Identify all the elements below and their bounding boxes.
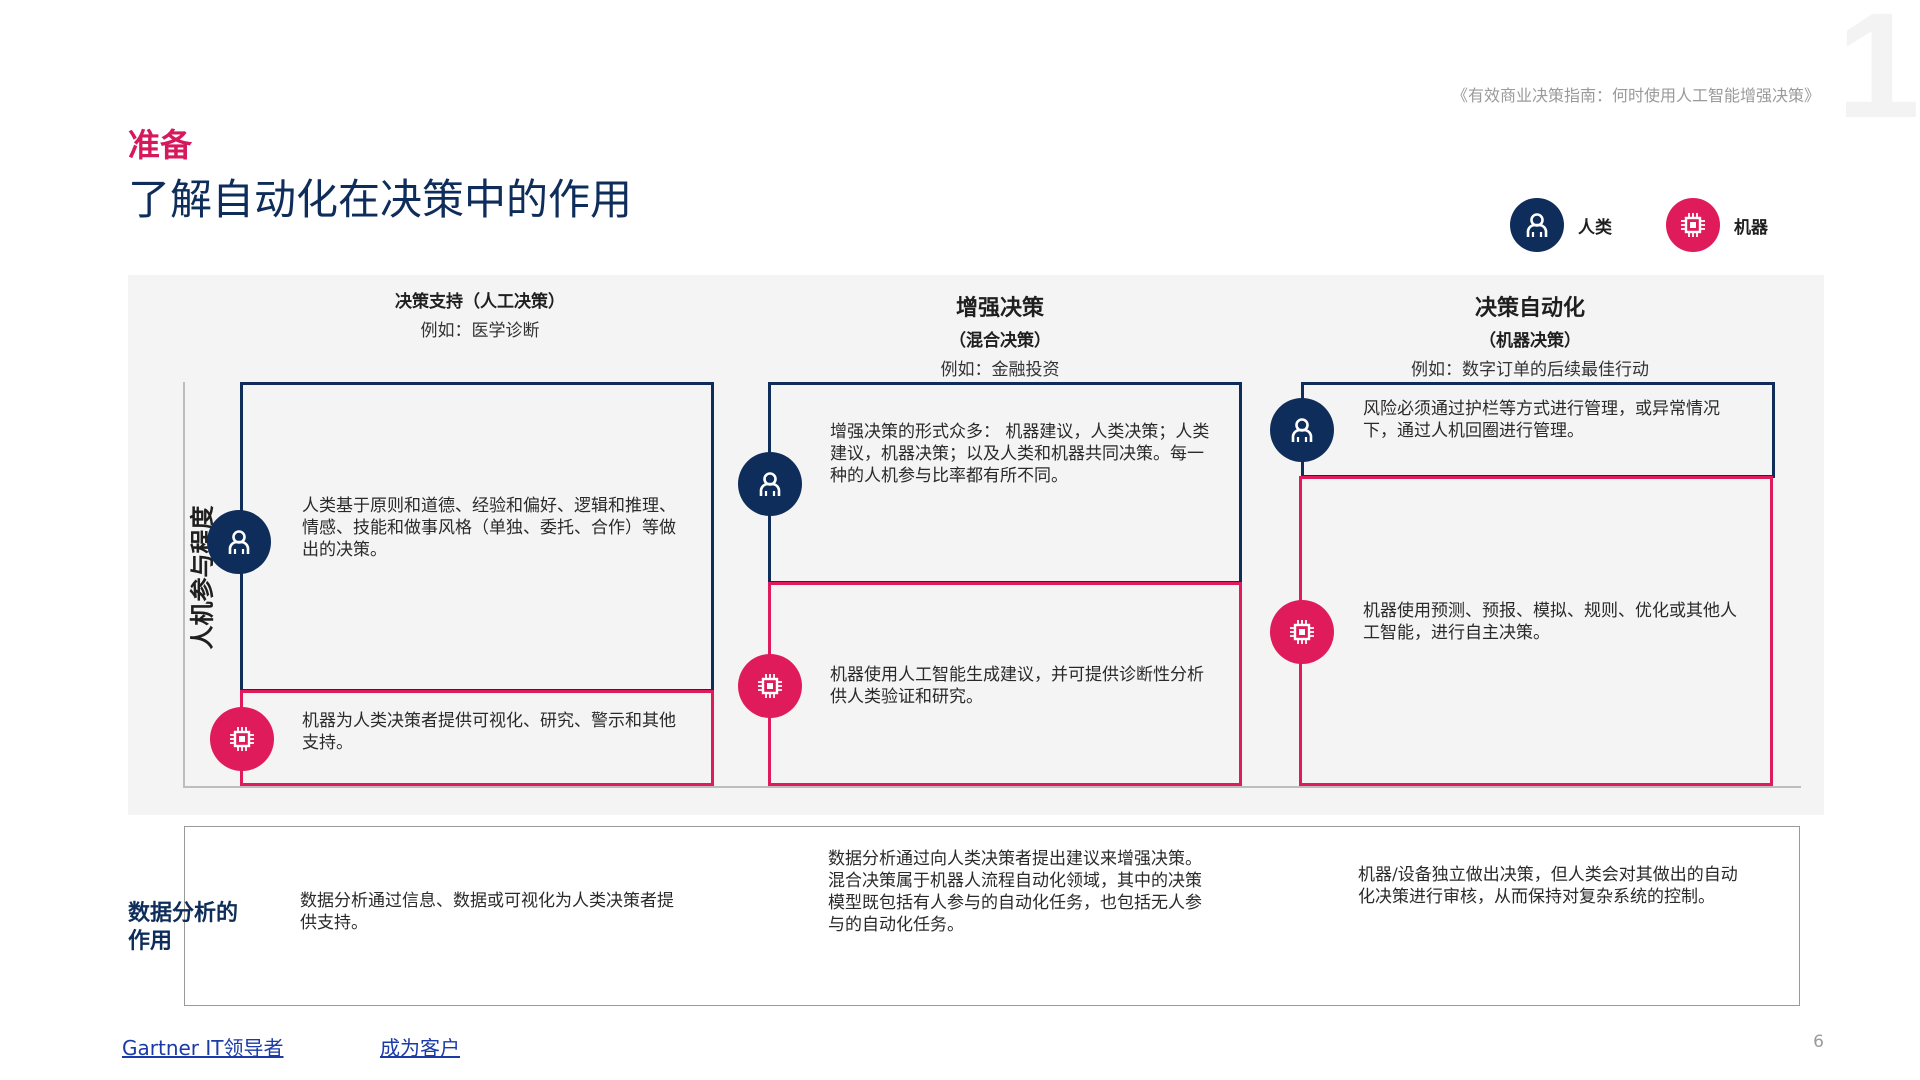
human-text-augmented: 增强决策的形式众多： 机器建议，人类决策；人类建议，机器决策；以及人类和机器共同… — [830, 422, 1210, 486]
legend-human: 人类 — [1510, 198, 1612, 252]
machine-text-augmented: 机器使用人工智能生成建议，并可提供诊断性分析供人类验证和研究。 — [830, 665, 1204, 707]
column-example: 例如：医学诊断 — [420, 321, 540, 341]
y-axis-label: 人机参与程度 — [188, 505, 217, 650]
analytics-text-support: 数据分析通过信息、数据或可视化为人类决策者提供支持。 — [300, 891, 674, 933]
analytics-label: 数据分析的作用 — [128, 901, 239, 954]
column-example: 例如：金融投资 — [940, 360, 1060, 380]
legend-machine: 机器 — [1666, 198, 1768, 252]
gartner-it-leaders-link[interactable]: Gartner IT领导者 — [122, 1036, 284, 1060]
document-title: 《有效商业决策指南：何时使用人工智能增强决策》 — [1451, 86, 1820, 105]
machine-text-support: 机器为人类决策者提供可视化、研究、警示和其他支持。 — [302, 711, 676, 753]
y-axis — [183, 382, 185, 788]
analytics-text-augmented: 数据分析通过向人类决策者提出建议来增强决策。 混合决策属于机器人流程自动化领域，… — [828, 849, 1202, 935]
column-header-support: 决策支持（人工决策） 例如：医学诊断 — [300, 287, 660, 341]
analytics-box — [184, 826, 1800, 1006]
chip-icon — [738, 654, 802, 718]
page-title: 了解自动化在决策中的作用 — [128, 175, 633, 224]
page-number: 6 — [1813, 1032, 1824, 1052]
person-icon — [1270, 398, 1334, 462]
legend-human-label: 人类 — [1578, 217, 1612, 238]
human-text-support: 人类基于原则和道德、经验和偏好、逻辑和推理、情感、技能和做事风格（单独、委托、合… — [302, 496, 676, 560]
column-header-automation: 决策自动化 （机器决策） 例如：数字订单的后续最佳行动 — [1330, 290, 1730, 380]
column-sub: （混合决策） — [949, 331, 1051, 351]
machine-text-automation: 机器使用预测、预报、模拟、规则、优化或其他人工智能，进行自主决策。 — [1363, 601, 1737, 643]
column-example: 例如：数字订单的后续最佳行动 — [1411, 360, 1649, 380]
column-header-augmented: 增强决策 （混合决策） 例如：金融投资 — [810, 290, 1190, 380]
become-client-link[interactable]: 成为客户 — [380, 1036, 460, 1060]
column-sub: （机器决策） — [1479, 331, 1581, 351]
chip-icon — [1270, 600, 1334, 664]
x-axis — [183, 786, 1801, 788]
person-icon — [1510, 198, 1564, 252]
chip-icon — [210, 707, 274, 771]
column-heading: 决策自动化 — [1474, 296, 1585, 321]
chapter-number: 1 — [1836, 0, 1920, 149]
section-label: 准备 — [128, 126, 193, 164]
human-text-automation: 风险必须通过护栏等方式进行管理，或异常情况下，通过人机回圈进行管理。 — [1363, 399, 1720, 441]
chip-icon — [1666, 198, 1720, 252]
legend-machine-label: 机器 — [1734, 217, 1768, 238]
analytics-text-automation: 机器/设备独立做出决策，但人类会对其做出的自动化决策进行审核，从而保持对复杂系统… — [1358, 865, 1738, 907]
column-heading: 增强决策 — [955, 296, 1044, 321]
person-icon — [738, 452, 802, 516]
person-icon — [207, 510, 271, 574]
column-heading: 决策支持（人工决策） — [395, 292, 565, 312]
decision-panel — [128, 275, 1824, 815]
